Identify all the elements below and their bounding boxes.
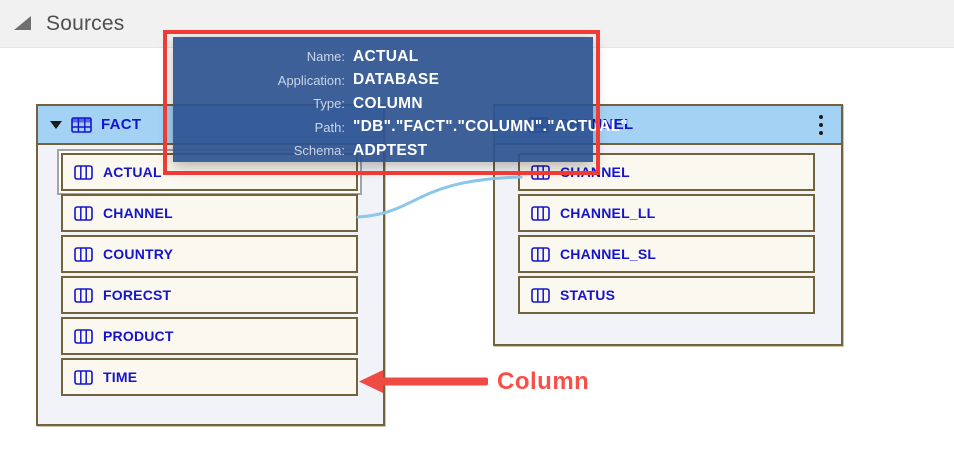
column-label: STATUS bbox=[560, 287, 616, 303]
tooltip-field-value: "DB"."FACT"."COLUMN"."ACTUAL" bbox=[353, 118, 628, 136]
channel-column-list: CHANNEL CHANNEL_LL CHANNEL_SL STATUS bbox=[495, 145, 841, 314]
column-grid-icon bbox=[74, 246, 93, 262]
column-grid-icon bbox=[531, 164, 550, 180]
column-grid-icon bbox=[531, 246, 550, 262]
column-row-forecst[interactable]: FORECST bbox=[61, 276, 358, 314]
column-label: COUNTRY bbox=[103, 246, 174, 262]
tooltip-field-label: Name: bbox=[306, 49, 345, 65]
tooltip-field-label: Path: bbox=[314, 119, 345, 135]
column-label: PRODUCT bbox=[103, 328, 174, 344]
fact-column-list: ACTUAL CHANNEL COUNTRY FORECST PRODUCT T… bbox=[38, 145, 383, 396]
tooltip-field-value: DATABASE bbox=[353, 71, 440, 89]
tooltip-field-value: ADPTEST bbox=[353, 141, 428, 159]
column-grid-icon bbox=[531, 205, 550, 221]
column-label: CHANNEL bbox=[103, 205, 173, 221]
tooltip-field-value: ACTUAL bbox=[353, 47, 419, 65]
kebab-menu-icon[interactable] bbox=[813, 111, 829, 139]
column-grid-icon bbox=[74, 205, 93, 221]
column-label: CHANNEL_LL bbox=[560, 205, 656, 221]
column-grid-icon bbox=[531, 287, 550, 303]
column-label: CHANNEL bbox=[560, 164, 630, 180]
fact-table-title: FACT bbox=[101, 116, 142, 133]
column-grid-icon bbox=[74, 369, 93, 385]
column-label: FORECST bbox=[103, 287, 172, 303]
column-row-time[interactable]: TIME bbox=[61, 358, 358, 396]
column-details-tooltip: Name: ACTUAL Application: DATABASE Type:… bbox=[173, 37, 628, 162]
column-label: TIME bbox=[103, 369, 138, 385]
column-row-channel[interactable]: CHANNEL bbox=[61, 194, 358, 232]
tooltip-field-value: COLUMN bbox=[353, 94, 423, 112]
collapse-triangle-icon[interactable] bbox=[14, 15, 31, 30]
column-grid-icon bbox=[74, 328, 93, 344]
column-label: CHANNEL_SL bbox=[560, 246, 657, 262]
tooltip-field-label: Type: bbox=[313, 96, 345, 112]
tooltip-field-label: Application: bbox=[277, 72, 345, 88]
column-row-channel-ll[interactable]: CHANNEL_LL bbox=[518, 194, 815, 232]
table-grid-icon bbox=[71, 116, 92, 133]
column-grid-icon bbox=[74, 164, 93, 180]
column-row-country[interactable]: COUNTRY bbox=[61, 235, 358, 273]
chevron-down-icon[interactable] bbox=[50, 120, 62, 129]
column-grid-icon bbox=[74, 287, 93, 303]
tooltip-field-label: Schema: bbox=[293, 143, 345, 159]
column-row-channel-sl[interactable]: CHANNEL_SL bbox=[518, 235, 815, 273]
column-label: ACTUAL bbox=[103, 164, 162, 180]
column-row-status[interactable]: STATUS bbox=[518, 276, 815, 314]
page-title: Sources bbox=[46, 11, 125, 35]
annotation-label: Column bbox=[497, 368, 590, 395]
column-row-product[interactable]: PRODUCT bbox=[61, 317, 358, 355]
